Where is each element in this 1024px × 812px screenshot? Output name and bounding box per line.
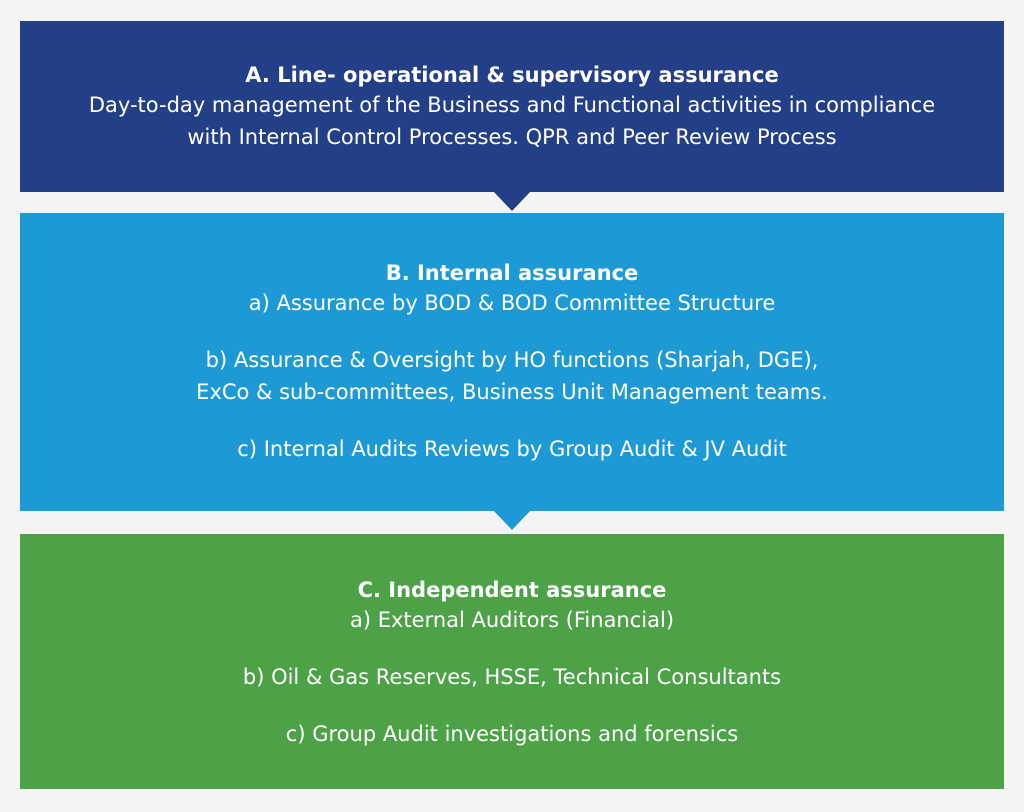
section-c-item-a: a) External Auditors (Financial) xyxy=(20,604,1004,636)
section-c-item-b: b) Oil & Gas Reserves, HSSE, Technical C… xyxy=(20,661,1004,693)
section-b-item-c: c) Internal Audits Reviews by Group Audi… xyxy=(20,433,1004,465)
section-b-item-b: b) Assurance & Oversight by HO functions… xyxy=(20,344,1004,408)
section-c-title: C. Independent assurance xyxy=(357,578,667,602)
section-c-item-c: c) Group Audit investigations and forens… xyxy=(20,718,1004,750)
section-a-description-line-1: Day-to-day management of the Business an… xyxy=(88,93,936,117)
section-b-item-b-line-1: b) Assurance & Oversight by HO functions… xyxy=(205,348,819,372)
section-b-box: B. Internal assurance a) Assurance by BO… xyxy=(20,213,1004,511)
section-b-title: B. Internal assurance xyxy=(385,261,639,285)
section-c-item-c-line-1: c) Group Audit investigations and forens… xyxy=(285,722,739,746)
section-a-box: A. Line- operational & supervisory assur… xyxy=(20,21,1004,192)
section-a-description-line-2: with Internal Control Processes. QPR and… xyxy=(187,125,837,149)
section-c-item-a-line-1: a) External Auditors (Financial) xyxy=(349,608,675,632)
arrow-down-a-to-b xyxy=(493,191,531,211)
section-b-item-c-line-1: c) Internal Audits Reviews by Group Audi… xyxy=(237,437,787,461)
arrow-down-b-to-c xyxy=(493,510,531,530)
section-b-item-b-line-2: ExCo & sub-committees, Business Unit Man… xyxy=(196,380,828,404)
section-a-title: A. Line- operational & supervisory assur… xyxy=(245,63,779,87)
section-c-box: C. Independent assurance a) External Aud… xyxy=(20,534,1004,789)
section-c-item-b-line-1: b) Oil & Gas Reserves, HSSE, Technical C… xyxy=(242,665,782,689)
section-b-item-a: a) Assurance by BOD & BOD Committee Stru… xyxy=(20,287,1004,319)
section-b-item-a-line-1: a) Assurance by BOD & BOD Committee Stru… xyxy=(248,291,776,315)
